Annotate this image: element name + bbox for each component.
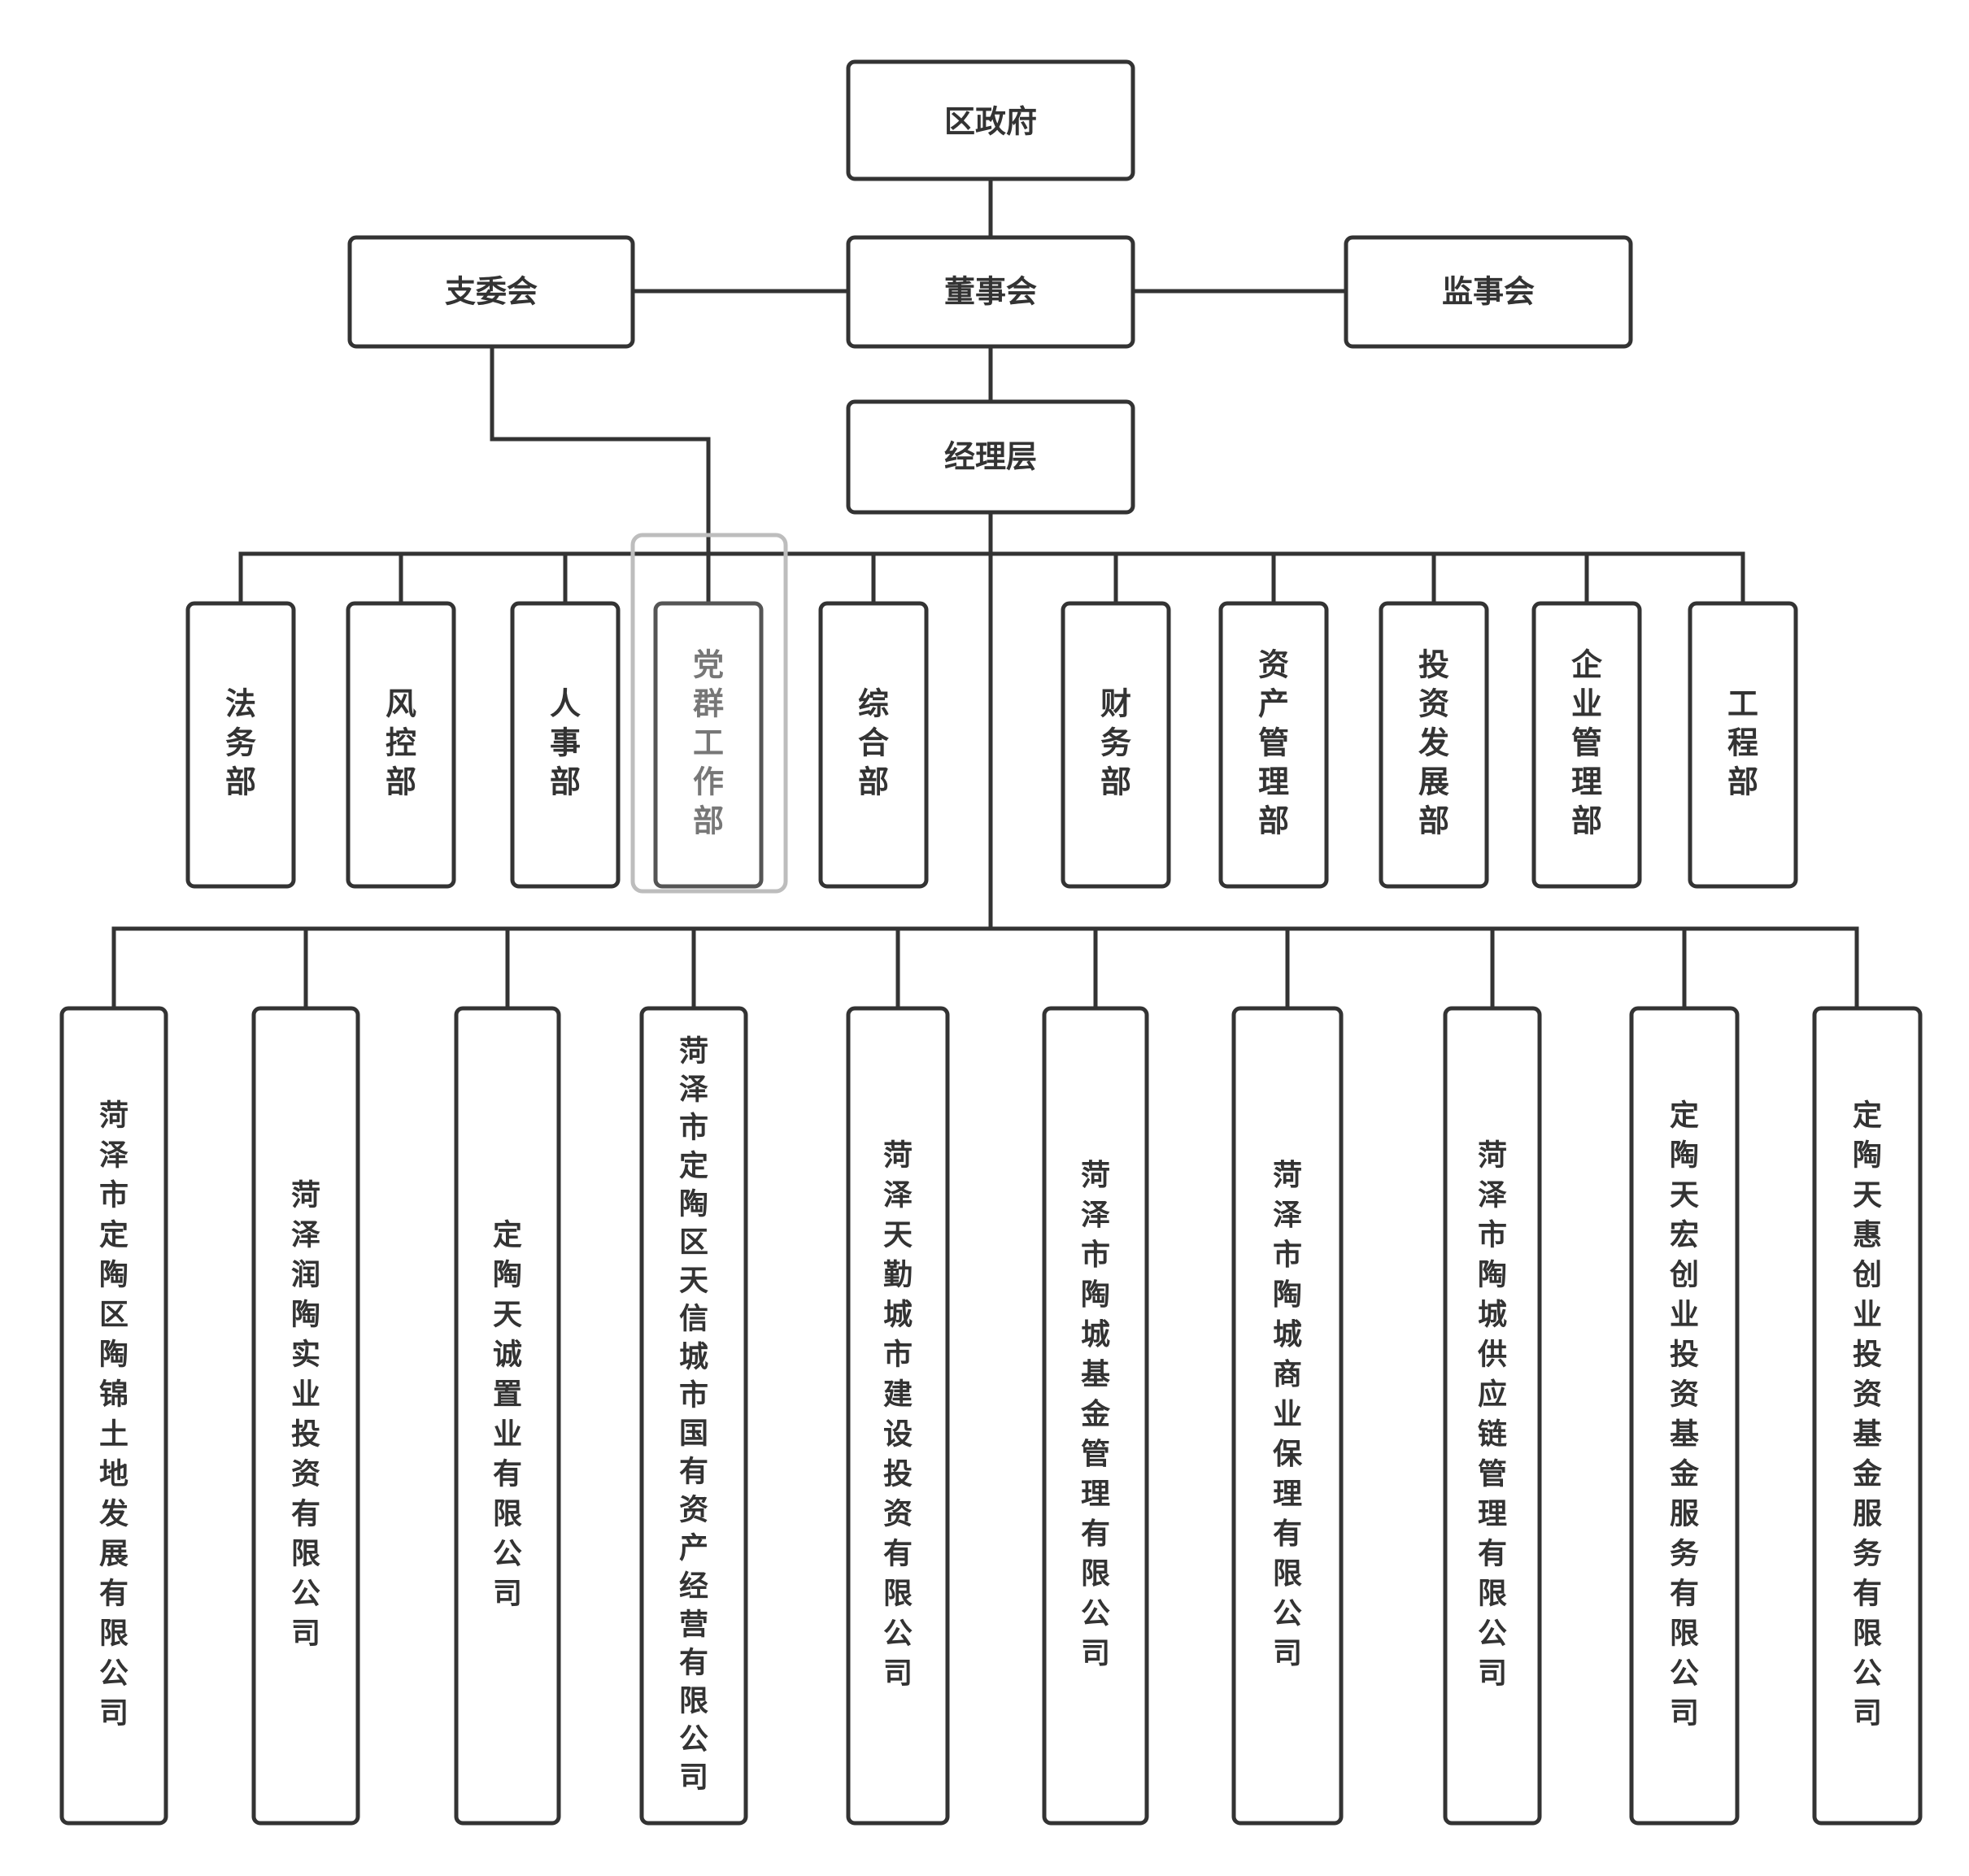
department-drops: [238, 551, 1745, 606]
node-label: 董事会: [944, 274, 1037, 310]
company-node[interactable]: 菏泽市定陶区天信城市国有资产经营有限公司: [639, 1006, 748, 1826]
node-label: 经理层: [944, 439, 1037, 475]
node-label: 区政府: [944, 104, 1037, 140]
department-node[interactable]: 财务部: [1061, 601, 1171, 889]
vertical-label: 资产管理部: [1258, 647, 1289, 839]
vertical-label: 法务部: [225, 686, 256, 800]
company-node[interactable]: 定陶天惠创业投资基金服务有限公司: [1812, 1006, 1923, 1826]
node-supervisory-board[interactable]: 监事会: [1344, 235, 1633, 349]
department-node[interactable]: 法务部: [185, 601, 296, 889]
vertical-label: 菏泽市陶城供应链管理有限公司: [1478, 1139, 1507, 1691]
department-node[interactable]: 投资发展部: [1379, 601, 1489, 889]
vertical-label: 投资发展部: [1418, 647, 1449, 839]
company-node[interactable]: 菏泽润陶实业投资有限公司: [251, 1006, 360, 1826]
company-node[interactable]: 菏泽市陶城供应链管理有限公司: [1443, 1006, 1542, 1826]
company-node[interactable]: 菏泽市陶城商业保理有限公司: [1231, 1006, 1344, 1826]
vertical-label: 定陶天惠创业投资基金服务有限公司: [1852, 1099, 1883, 1730]
vertical-label: 风控部: [386, 686, 416, 800]
connector-branch-party-dept: [490, 346, 711, 556]
company-drops: [111, 926, 1859, 1011]
department-node[interactable]: 风控部: [346, 601, 456, 889]
vertical-label: 菏泽市定陶区陶锦土地发展有限公司: [99, 1099, 129, 1730]
vertical-label: 工程部: [1727, 686, 1758, 800]
vertical-label: 财务部: [1100, 686, 1131, 800]
company-node[interactable]: 菏泽市定陶区陶锦土地发展有限公司: [59, 1006, 168, 1826]
vertical-label: 企业管理部: [1571, 647, 1603, 839]
company-node[interactable]: 定陶天诚置业有限公司: [454, 1006, 561, 1826]
vertical-label: 菏泽市定陶区天信城市国有资产经营有限公司: [679, 1035, 708, 1795]
vertical-label: 综合部: [858, 686, 889, 800]
node-management-layer[interactable]: 经理层: [846, 399, 1135, 515]
node-label: 支委会: [445, 274, 538, 310]
department-node[interactable]: 工程部: [1688, 601, 1798, 889]
selection-outline: [630, 533, 788, 894]
node-branch-committee[interactable]: 支委会: [347, 235, 635, 349]
vertical-label: 菏泽天勤城市建设投资有限公司: [883, 1139, 913, 1691]
departments: 法务部 风控部 人事部 党群工作部 综合部 财务部 资产管理部 投资发展部 企业管理部 工程部: [185, 601, 1798, 889]
department-node[interactable]: 企业管理部: [1531, 601, 1642, 889]
node-district-government[interactable]: 区政府: [846, 59, 1135, 181]
vertical-label: 菏泽润陶实业投资有限公司: [291, 1179, 320, 1651]
company-node[interactable]: 定陶天宏创业投资基金服务有限公司: [1629, 1006, 1740, 1826]
department-node[interactable]: 党群工作部: [653, 601, 764, 889]
vertical-label: 菏泽市陶城基金管理有限公司: [1080, 1159, 1111, 1670]
vertical-label: 菏泽市陶城商业保理有限公司: [1273, 1159, 1303, 1670]
vertical-label: 定陶天宏创业投资基金服务有限公司: [1669, 1099, 1700, 1730]
department-node[interactable]: 资产管理部: [1218, 601, 1329, 889]
connectors: [111, 176, 1859, 1011]
department-node[interactable]: 综合部: [818, 601, 929, 889]
vertical-label: 党群工作部: [693, 647, 724, 839]
node-label: 监事会: [1442, 274, 1535, 310]
department-node[interactable]: 人事部: [510, 601, 621, 889]
company-node[interactable]: 菏泽市陶城基金管理有限公司: [1042, 1006, 1149, 1826]
subsidiary-companies: 菏泽市定陶区陶锦土地发展有限公司 菏泽润陶实业投资有限公司 定陶天诚置业有限公司 菏泽…: [59, 1006, 1923, 1826]
vertical-label: 人事部: [550, 686, 581, 800]
node-board-of-directors[interactable]: 董事会: [846, 235, 1135, 349]
company-node[interactable]: 菏泽天勤城市建设投资有限公司: [846, 1006, 950, 1826]
vertical-label: 定陶天诚置业有限公司: [493, 1219, 522, 1611]
